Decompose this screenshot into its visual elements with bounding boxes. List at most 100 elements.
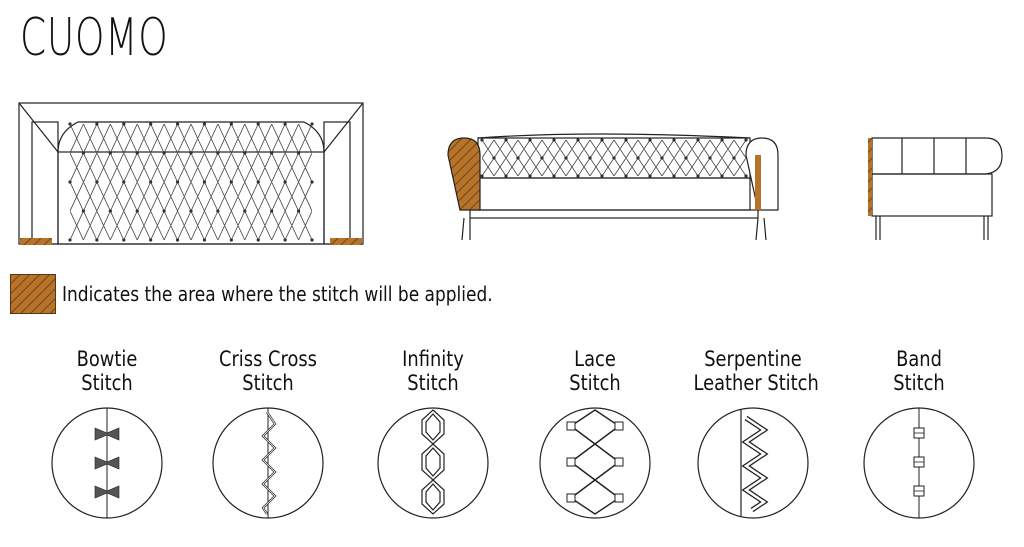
legend-text: Indicates the area where the stitch will… (62, 282, 493, 306)
sofa-front-view (447, 133, 779, 241)
tuft-button (504, 138, 508, 142)
tuft-button (732, 156, 736, 160)
tuft-button (576, 138, 580, 142)
tuft-button (108, 151, 112, 155)
tuft-button (552, 138, 556, 142)
stitch-label-line2: Stitch (407, 371, 459, 395)
tuft-button (122, 122, 126, 126)
tuft-button (68, 122, 72, 126)
stitch-label-line1: Lace (574, 347, 616, 371)
bowtie-stitch-icon (51, 407, 163, 519)
legend: Indicates the area where the stitch will… (10, 272, 569, 316)
criss-cross-stitch-icon (212, 407, 324, 519)
serpentine-stitch-icon (697, 407, 809, 519)
page-title: CUOMO (20, 8, 169, 68)
tuft-button (149, 238, 153, 242)
tuft-button (68, 238, 72, 242)
tuft-button (175, 238, 180, 242)
tuft-button (202, 180, 207, 184)
tuft-button (229, 180, 233, 184)
stitch-area-swatch (10, 274, 56, 314)
tuft-button (149, 122, 153, 126)
tuft-button (672, 138, 676, 142)
tuft-button (636, 156, 640, 160)
tuft-button (202, 238, 207, 242)
tuft-button (162, 151, 166, 155)
stitch-bowtie: Bowtie Stitch (37, 346, 177, 522)
tuft-button (81, 151, 86, 155)
tuft-button (108, 209, 112, 213)
tuft-button (216, 151, 220, 155)
stitch-label-line1: Criss Cross (219, 347, 317, 371)
tuft-button (564, 156, 568, 160)
stitch-label-line2: Leather Stitch (693, 371, 819, 395)
tuft-button (744, 138, 748, 142)
tuft-button (189, 151, 193, 155)
tuft-button (600, 174, 604, 178)
tuft-button (256, 238, 260, 242)
tuft-button (660, 156, 664, 160)
stitch-label-line2: Stitch (569, 371, 621, 395)
tuft-button (149, 180, 153, 184)
tuft-button (216, 209, 220, 213)
tuft-button (283, 180, 287, 184)
tufting-lines (482, 140, 746, 176)
stitch-label-line1: Infinity (402, 347, 464, 371)
tuft-button (696, 174, 700, 178)
stitch-label-line1: Bowtie (76, 347, 138, 371)
tuft-button (175, 180, 180, 184)
stitch-label-line1: Band (896, 347, 942, 371)
tuft-button (624, 138, 628, 142)
tuft-button (243, 209, 247, 213)
sofa-top-view (18, 102, 364, 245)
tuft-button (480, 138, 484, 142)
stitch-criss-cross: Criss Cross Stitch (198, 346, 338, 522)
tuft-button (310, 122, 314, 126)
tuft-button (516, 156, 520, 160)
tuft-button (552, 174, 556, 178)
tuft-button (95, 238, 99, 242)
tuft-button (135, 151, 139, 155)
tuft-button (270, 151, 274, 155)
stitch-lace: Lace Stitch (525, 346, 665, 522)
band-stitch-icon (863, 407, 975, 519)
stitch-band: Band Stitch (849, 346, 989, 522)
tuft-button (81, 209, 86, 213)
tuft-button (648, 174, 652, 178)
stitch-label-line2: Stitch (242, 371, 294, 395)
tuft-button (310, 238, 314, 242)
tuft-button (696, 138, 700, 142)
tuft-button (588, 156, 592, 160)
tuft-button (189, 209, 193, 213)
lace-stitch-icon (539, 407, 651, 519)
tuft-button (68, 180, 72, 184)
tuft-button (283, 238, 287, 242)
stitch-label-line2: Stitch (893, 371, 945, 395)
stitch-label-line2: Stitch (81, 371, 133, 395)
tuft-button (744, 174, 748, 178)
tuft-button (720, 138, 724, 142)
tuft-button (576, 174, 580, 178)
tuft-button (492, 156, 496, 160)
tuft-button (95, 180, 99, 184)
tuft-button (256, 122, 260, 126)
tuft-button (684, 156, 688, 160)
tuft-button (229, 122, 233, 126)
tuft-button (135, 209, 139, 213)
tuft-button (612, 156, 616, 160)
sofa-side-view (868, 137, 1003, 240)
tuft-button (229, 238, 233, 242)
tuft-button (95, 122, 99, 126)
tuft-button (720, 174, 724, 178)
tuft-button (528, 138, 532, 142)
tuft-button (296, 209, 301, 213)
tuft-button (648, 138, 652, 142)
tuft-button (672, 174, 676, 178)
tuft-button (256, 180, 260, 184)
stitch-serpentine: Serpentine Leather Stitch (683, 346, 823, 522)
tuft-button (296, 151, 301, 155)
tuft-button (504, 174, 508, 178)
tuft-button (540, 156, 544, 160)
stitch-infinity: Infinity Stitch (363, 346, 503, 522)
tuft-button (480, 174, 484, 178)
